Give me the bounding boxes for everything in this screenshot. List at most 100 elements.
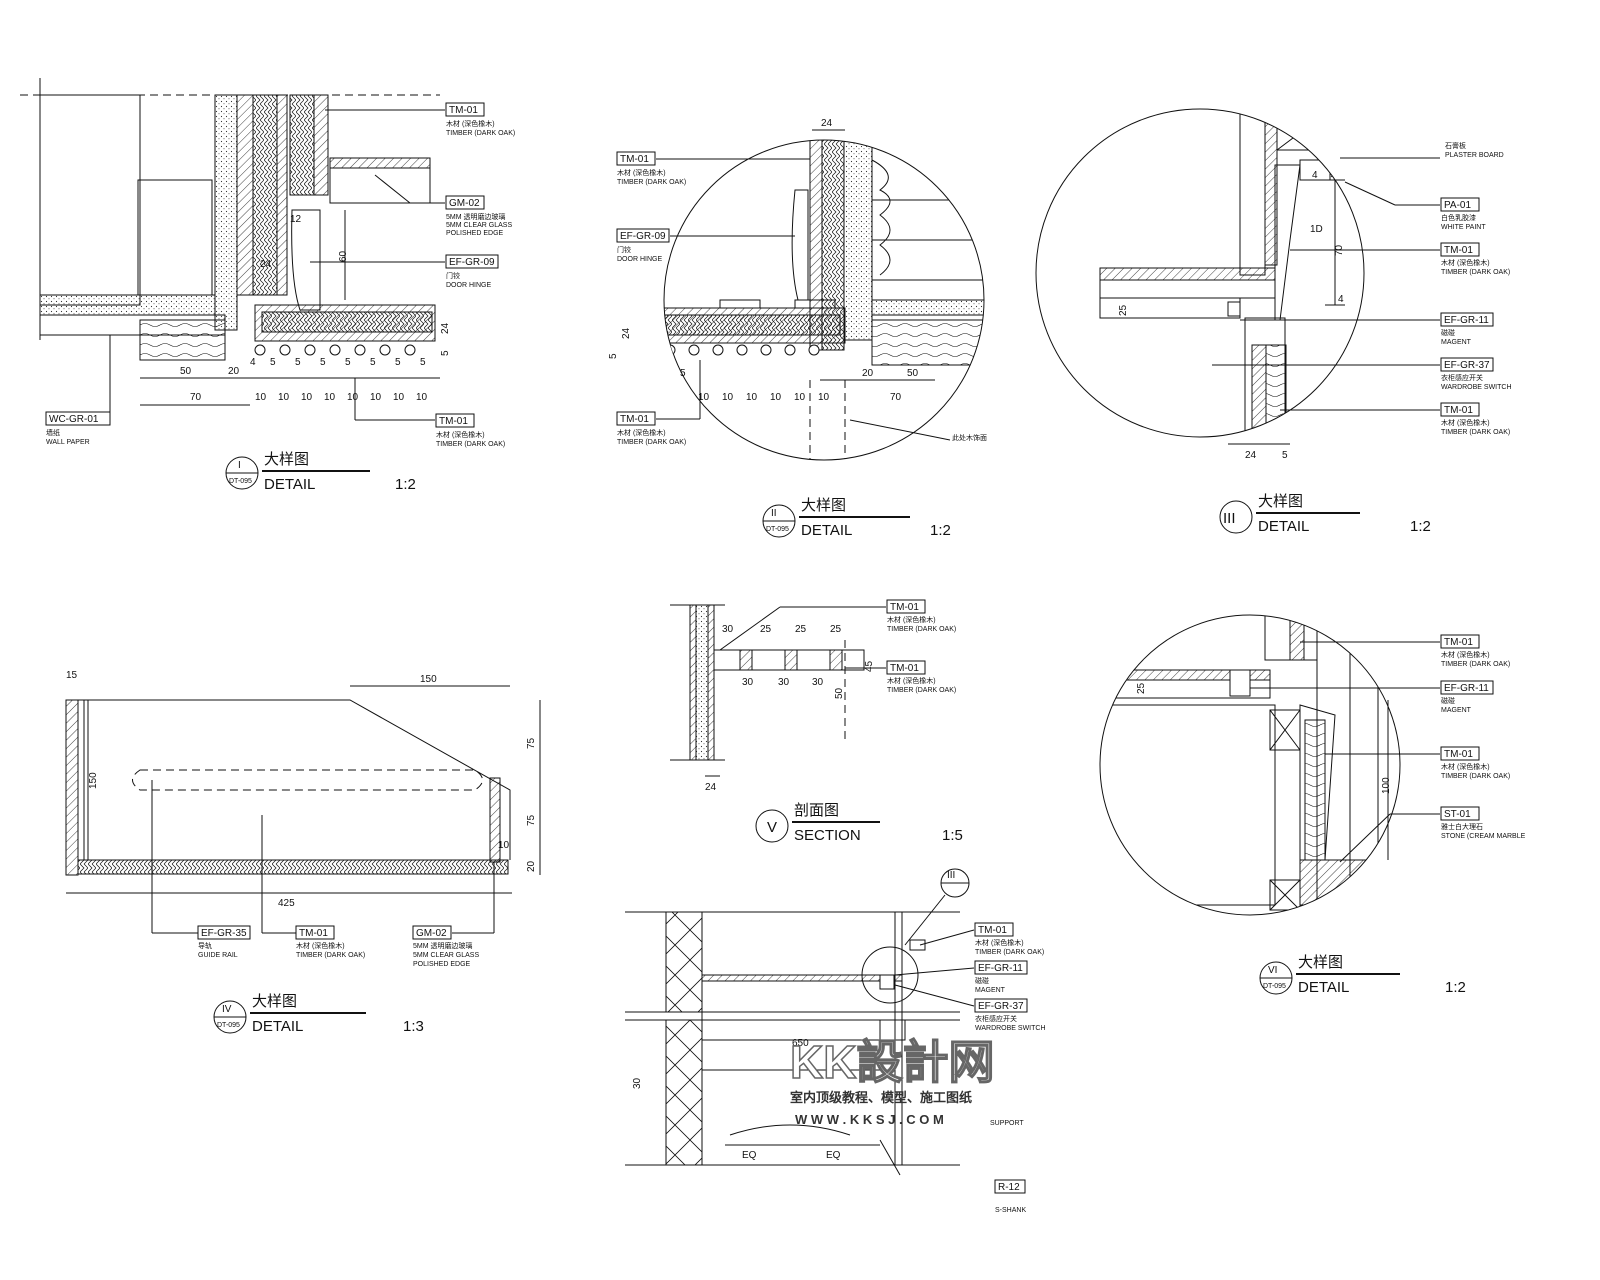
watermark-url: W W W . K K S J . C O M — [795, 1112, 944, 1127]
label-cn: 木材 (深色橡木) — [887, 615, 936, 624]
detail-title-cn: 大样图 — [252, 993, 297, 1010]
detail-title-en: DETAIL — [252, 1018, 303, 1035]
dim: 10 — [347, 392, 359, 403]
label-code: EF-GR-09 — [620, 231, 666, 242]
dim: 10 — [794, 392, 806, 403]
label-cn: 木材 (深色橡木) — [887, 676, 936, 685]
section-5: 30 25 25 25 30 30 30 45 50 24 TM-01 木材 (… — [670, 599, 963, 844]
detail-number: VI — [1268, 965, 1277, 976]
label-code: TM-01 — [620, 414, 649, 425]
label-cn: 木材 (深色橡木) — [1441, 418, 1490, 427]
label-en: DOOR HINGE — [446, 282, 491, 289]
detail-3: 1D 70 4 4 25 24 5 石膏板 PLASTER BOARD PA-0… — [1035, 108, 1512, 535]
section-scale: 1:5 — [942, 827, 963, 844]
watermark: KK設計网 室内顶级教程、模型、施工图纸 W W W . K K S J . C… — [789, 1035, 995, 1127]
label-en: TIMBER (DARK OAK) — [887, 687, 956, 694]
label-cn: 木材 (深色橡木) — [1441, 258, 1490, 267]
dim: 10 — [722, 392, 734, 403]
label-cn: 5MM 透明磨边玻璃 — [413, 941, 473, 950]
label-en: TIMBER (DARK OAK) — [1441, 429, 1510, 436]
dim: 20 — [862, 368, 874, 379]
dim: 24 — [621, 327, 632, 339]
dim: 10 — [278, 392, 290, 403]
detail-title-cn: 大样图 — [1258, 493, 1303, 510]
label-cn: 白色乳胶漆 — [1441, 213, 1476, 222]
detail-4: 425 150 15 150 75 75 20 10 EF-GR-35 导轨 G… — [65, 670, 541, 1035]
dim: 5 — [420, 357, 426, 368]
dim: EQ — [826, 1150, 841, 1161]
dim: 24 — [440, 322, 451, 334]
label-en: WHITE PAINT — [1441, 224, 1486, 231]
dim: 75 — [526, 814, 537, 826]
dim: 30 — [812, 677, 824, 688]
dim: 12 — [290, 214, 302, 225]
label-cn: 木材 (深色橡木) — [1441, 762, 1490, 771]
dim: 5 — [345, 357, 351, 368]
detail-title-en: DETAIL — [1298, 979, 1349, 996]
detail-title-en: DETAIL — [801, 522, 852, 539]
dim: 10 — [770, 392, 782, 403]
dim: 10 — [818, 392, 830, 403]
label-code: WC-GR-01 — [49, 414, 99, 425]
dim: 25 — [1118, 304, 1129, 316]
label-cn: 门铰 — [617, 245, 631, 254]
detail-1: 50 20 70 4 5 5 5 5 5 5 5 10 10 10 10 10 … — [20, 78, 515, 493]
label-en: MAGENT — [1441, 707, 1472, 714]
detail-ref: DT-095 — [1263, 983, 1286, 990]
dim: 5 — [440, 350, 451, 356]
label-code: TM-01 — [439, 416, 468, 427]
dim: 20 — [228, 366, 240, 377]
label-cn: 衣柜感应开关 — [1441, 373, 1483, 382]
wardrobe-elevation: EQ EQ 30 650 III TM-01 木材 (深色橡木) TIMBER … — [625, 868, 1046, 1214]
dim: 50 — [834, 687, 845, 699]
dim: 10 — [301, 392, 313, 403]
label-en: TIMBER (DARK OAK) — [436, 441, 505, 448]
dim: 75 — [526, 737, 537, 749]
dim: 5 — [320, 357, 326, 368]
dim: 4 — [1312, 170, 1318, 181]
detail-title-cn: 大样图 — [801, 497, 846, 514]
label-cn: 木材 (深色橡木) — [446, 119, 495, 128]
dim: 150 — [88, 772, 99, 789]
detail-title-cn: 大样图 — [1298, 954, 1343, 971]
label-cn: 木材 (深色橡木) — [436, 430, 485, 439]
label-en: TIMBER (DARK OAK) — [1441, 269, 1510, 276]
label-en: POLISHED EDGE — [413, 961, 471, 968]
label-code: ST-01 — [1444, 809, 1471, 820]
dim: 5 — [270, 357, 276, 368]
dim: 100 — [1381, 777, 1392, 794]
dim: 60 — [338, 250, 349, 262]
detail-6: 25 100 TM-01 木材 (深色橡木) TIMBER (DARK OAK)… — [1099, 614, 1526, 996]
dim: 10 — [746, 392, 758, 403]
label-cn: 木材 (深色橡木) — [617, 168, 666, 177]
dim: 24 — [260, 259, 272, 270]
dim: 650 — [792, 1038, 809, 1049]
dim: EQ — [742, 1150, 757, 1161]
dim: 50 — [907, 368, 919, 379]
detail-2: 24 24 5 20 50 70 5 10 10 10 10 10 10 TM-… — [608, 118, 987, 539]
section-title-cn: 剖面图 — [794, 802, 839, 819]
dim: 15 — [66, 670, 78, 681]
dim: 5 — [680, 368, 686, 379]
label-cn: 雅士白大理石 — [1441, 822, 1483, 831]
label-en: MAGENT — [1441, 339, 1472, 346]
label-en: TIMBER (DARK OAK) — [1441, 773, 1510, 780]
label-en: WARDROBE SWITCH — [1441, 384, 1512, 391]
label-code: R-12 — [998, 1182, 1020, 1193]
dim: 10 — [416, 392, 428, 403]
label-en: TIMBER (DARK OAK) — [446, 130, 515, 137]
label-cn: 衣柜感应开关 — [975, 1014, 1017, 1023]
detail-scale: 1:2 — [395, 476, 416, 493]
dim: 25 — [830, 624, 842, 635]
detail-title-cn: 大样图 — [264, 451, 309, 468]
watermark-logo: KK設計网 — [790, 1036, 994, 1088]
dim: 10 — [370, 392, 382, 403]
label-cn: 磁碰 — [1441, 328, 1455, 337]
detail-ref: DT-095 — [217, 1022, 240, 1029]
label-cn: 石膏板 — [1445, 141, 1466, 150]
label-cn: 墙纸 — [46, 428, 60, 437]
detail-scale: 1:2 — [1445, 979, 1466, 996]
label-code: EF-GR-37 — [978, 1001, 1024, 1012]
label-code: GM-02 — [416, 928, 447, 939]
section-number: V — [767, 819, 777, 836]
